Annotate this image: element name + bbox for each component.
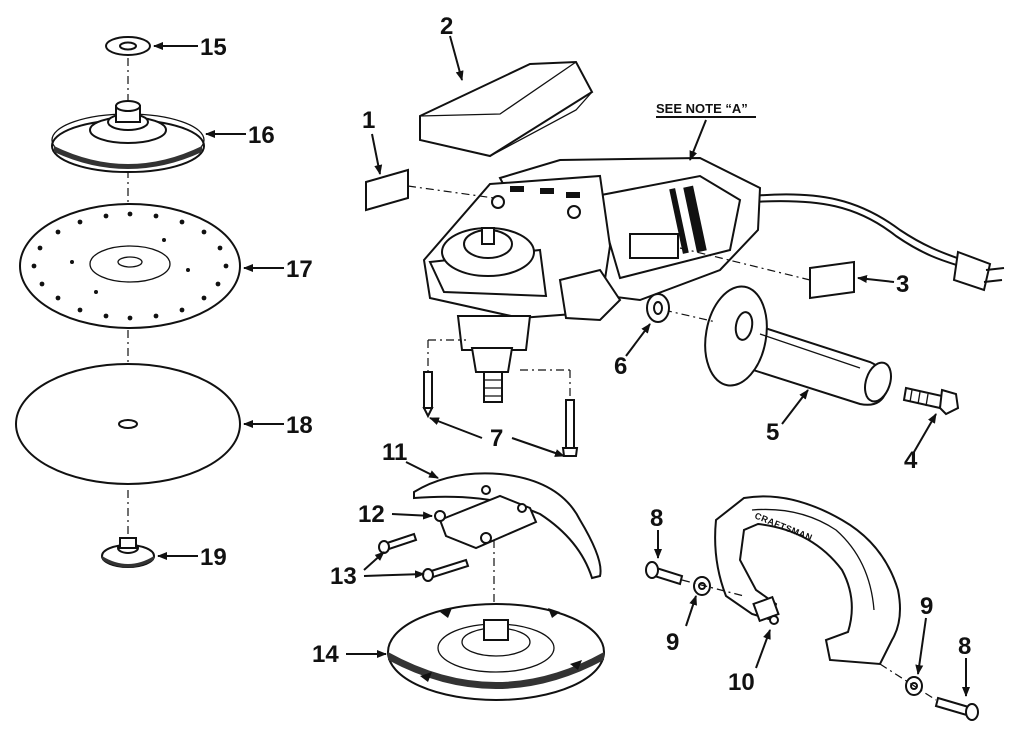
callout-4: 4 bbox=[904, 447, 918, 474]
part-5-side-handle bbox=[663, 285, 892, 406]
part-3-label bbox=[679, 247, 855, 300]
callout-10: 10 bbox=[728, 669, 755, 696]
callout-15: 15 bbox=[200, 34, 227, 61]
callout-16: 16 bbox=[248, 122, 275, 149]
part-18-sanding-disc bbox=[15, 363, 241, 485]
part-13-screws bbox=[378, 532, 470, 582]
part-11-guard bbox=[413, 472, 602, 580]
part-10-d-handle: CRAFTSMAN bbox=[714, 495, 901, 666]
callout-3: 3 bbox=[896, 271, 909, 298]
see-note-a: SEE NOTE “A” bbox=[656, 101, 748, 116]
part-7-screws bbox=[422, 339, 579, 457]
callout-13: 13 bbox=[330, 563, 357, 590]
part-8-screw-right bbox=[934, 696, 979, 721]
callout-9-left: 9 bbox=[666, 629, 679, 656]
callout-11: 11 bbox=[382, 439, 407, 466]
callout-7: 7 bbox=[490, 425, 503, 452]
callout-leaders bbox=[153, 35, 970, 697]
callout-1: 1 bbox=[362, 107, 375, 134]
grinder-body bbox=[422, 156, 1005, 403]
part-4-bolt bbox=[902, 386, 960, 416]
part-1-label bbox=[365, 168, 495, 212]
callout-5: 5 bbox=[766, 419, 779, 446]
callout-2: 2 bbox=[440, 13, 453, 40]
callout-6: 6 bbox=[614, 353, 627, 380]
callout-9-right: 9 bbox=[920, 593, 933, 620]
callout-19: 19 bbox=[200, 544, 227, 571]
part-17-perforated-disc bbox=[19, 203, 241, 329]
part-16-backing-plate bbox=[51, 100, 205, 173]
callout-8-left: 8 bbox=[650, 505, 663, 532]
part-2-cover bbox=[419, 60, 594, 158]
part-14-grinding-wheel bbox=[387, 540, 605, 701]
callout-14: 14 bbox=[312, 641, 339, 668]
part-6-washer bbox=[646, 293, 670, 323]
part-15-washer bbox=[105, 36, 151, 56]
callout-8-right: 8 bbox=[958, 633, 971, 660]
callout-12: 12 bbox=[358, 501, 385, 528]
part-9-washer-left bbox=[693, 576, 711, 596]
callout-17: 17 bbox=[286, 256, 313, 283]
callout-18: 18 bbox=[286, 412, 313, 439]
part-19-lock-nut bbox=[101, 537, 155, 568]
part-8-screw-left bbox=[645, 561, 684, 586]
